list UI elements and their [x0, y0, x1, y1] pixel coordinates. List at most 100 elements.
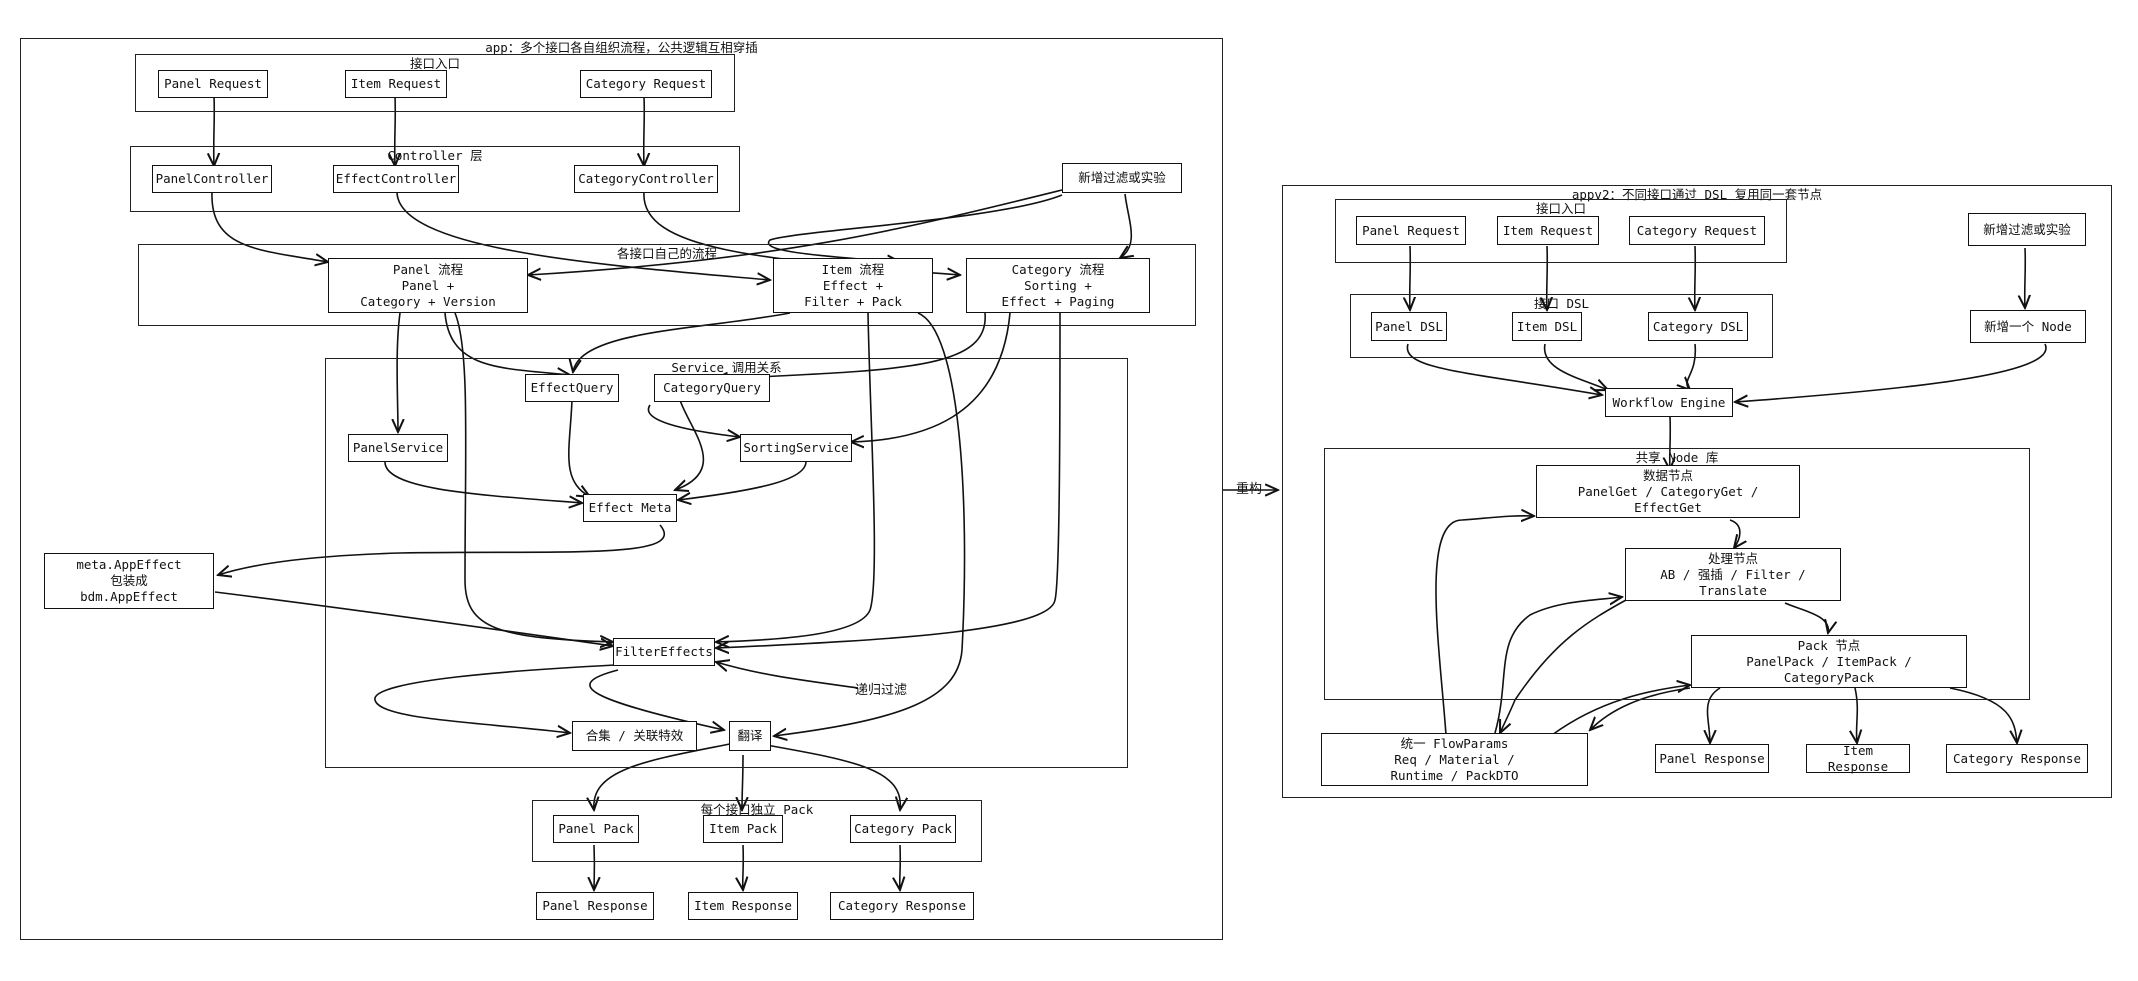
edge-panelservice-meta	[384, 461, 582, 503]
edge-item-flow-filter	[716, 312, 876, 642]
effect-meta-node: Effect Meta	[583, 494, 677, 522]
group-app-entry: 接口入口	[135, 54, 735, 112]
edge-item-pack-response	[743, 844, 744, 890]
edge-item-flow-translate	[774, 312, 966, 736]
edge-params-process	[1494, 597, 1622, 734]
group-app-title: app：多个接口各自组织流程，公共逻辑互相穿插	[485, 40, 758, 55]
edge-wrap-filter	[214, 591, 613, 646]
panel-flow-node: Panel 流程 Panel + Category + Version	[328, 258, 528, 313]
edge-categoryquery-meta	[675, 399, 705, 490]
edge-category-pack-response	[900, 844, 901, 890]
category-controller-node: CategoryController	[574, 165, 718, 193]
edge-pack-panel-response	[1708, 687, 1721, 743]
group-controller-title: Controller 层	[387, 148, 483, 163]
category-dsl-node: Category DSL	[1648, 312, 1748, 341]
category-flow-node: Category 流程 Sorting + Effect + Paging	[966, 258, 1150, 313]
group-pack-title: 每个接口独立 Pack	[700, 802, 814, 817]
edge-newfilter-item-flow	[767, 194, 1063, 262]
group-v2-dsl: 接口 DSL	[1350, 294, 1773, 358]
sorting-service-node: SortingService	[740, 434, 852, 462]
edge-category-request-controller	[644, 96, 645, 166]
edge-process-pack	[1784, 602, 1828, 633]
item-response-node: Item Response	[688, 892, 798, 920]
edge-effect-controller-flow	[396, 191, 770, 280]
edge-category-flow-filter	[716, 312, 1061, 648]
translate-node: 翻译	[729, 721, 771, 751]
effect-controller-node: EffectController	[333, 165, 459, 193]
edge-newfilter-category-flow	[1120, 193, 1131, 258]
panel-pack-node: Panel Pack	[553, 815, 639, 843]
panel-controller-node: PanelController	[152, 165, 272, 193]
data-nodes-node: 数据节点 PanelGet / CategoryGet / EffectGet	[1536, 465, 1800, 518]
item-flow-node: Item 流程 Effect + Filter + Pack	[773, 258, 933, 313]
edge-item-dsl-engine	[1543, 343, 1608, 390]
recursive-filter-label: 递归过滤	[855, 683, 908, 698]
group-service: Service 调用关系	[325, 358, 1128, 768]
group-controller: Controller 层	[130, 146, 740, 212]
v2-item-response-node: Item Response	[1806, 743, 1910, 774]
v2-new-filter-node: 新增过滤或实验	[1968, 213, 2086, 246]
edge-sorting-meta	[678, 461, 807, 500]
group-v2-entry: 接口入口	[1335, 199, 1787, 263]
new-filter-node: 新增过滤或实验	[1062, 163, 1182, 193]
edge-pack-params	[1590, 687, 1691, 730]
edge-params-data	[1435, 516, 1534, 736]
edge-params-pack	[1551, 685, 1690, 736]
category-response-node: Category Response	[830, 892, 974, 920]
item-pack-node: Item Pack	[703, 815, 783, 843]
item-request-node: Item Request	[345, 70, 447, 98]
edge-newfilter-panel-flow	[528, 189, 1063, 275]
edge-recursive-filter	[716, 662, 859, 689]
edge-panel-flow-effectquery	[444, 312, 570, 375]
edge-meta-wrap	[218, 524, 666, 575]
group-flows: 各接口自己的流程	[138, 244, 1196, 326]
pack-nodes-node: Pack 节点 PanelPack / ItemPack / CategoryP…	[1691, 635, 1967, 688]
group-app-entry-title: 接口入口	[409, 56, 460, 71]
group-flows-title: 各接口自己的流程	[616, 246, 717, 261]
group-node-lib: 共享 Node 库	[1324, 448, 2030, 700]
edge-new-node-engine	[1735, 343, 2047, 402]
v2-category-response-node: Category Response	[1946, 744, 2088, 773]
v2-category-request-node: Category Request	[1629, 216, 1765, 245]
effect-query-node: EffectQuery	[525, 374, 619, 402]
edge-pack-category-response	[1949, 687, 2017, 743]
group-appv2-title: appv2：不同接口通过 DSL 复用同一套节点	[1571, 187, 1823, 202]
refactor-label: 重构	[1236, 482, 1263, 497]
edge-filter-collection	[374, 664, 616, 733]
edge-panel-dsl-engine	[1406, 343, 1602, 395]
process-nodes-node: 处理节点 AB / 强插 / Filter / Translate	[1625, 548, 1841, 601]
group-v2-dsl-title: 接口 DSL	[1533, 296, 1590, 311]
collection-node: 合集 / 关联特效	[572, 721, 697, 751]
panel-response-node: Panel Response	[536, 892, 654, 920]
filter-effects-node: FilterEffects	[613, 638, 715, 666]
panel-service-node: PanelService	[348, 434, 448, 462]
edge-v2-newfilter-node	[2025, 247, 2026, 308]
v2-panel-request-node: Panel Request	[1356, 216, 1466, 245]
edge-item-request-controller	[395, 96, 396, 166]
edge-category-flow-sorting	[851, 312, 1011, 442]
new-node-node: 新增一个 Node	[1970, 310, 2086, 343]
v2-panel-response-node: Panel Response	[1655, 744, 1769, 773]
group-service-title: Service 调用关系	[671, 360, 782, 375]
edge-translate-item-pack	[742, 754, 743, 810]
edge-panel-flow-filter	[454, 312, 613, 642]
edge-category-dsl-engine	[1687, 343, 1697, 390]
group-v2-entry-title: 接口入口	[1535, 201, 1586, 216]
flow-params-node: 统一 FlowParams Req / Material / Runtime /…	[1321, 733, 1588, 786]
edge-process-params	[1500, 599, 1627, 733]
edge-data-process	[1729, 519, 1740, 548]
item-dsl-node: Item DSL	[1512, 312, 1582, 341]
category-pack-node: Category Pack	[850, 815, 956, 843]
panel-request-node: Panel Request	[158, 70, 268, 98]
edge-filter-translate	[589, 669, 724, 730]
edge-panel-request-controller	[214, 96, 215, 166]
edge-v2-category-request-dsl	[1695, 245, 1696, 310]
edge-pack-item-response	[1855, 687, 1857, 743]
edge-category-flow-categoryquery	[715, 312, 986, 379]
meta-wrap-node: meta.AppEffect 包装成 bdm.AppEffect	[44, 553, 214, 609]
group-pack: 每个接口独立 Pack	[532, 800, 982, 862]
category-query-node: CategoryQuery	[654, 374, 770, 402]
edge-v2-item-request-dsl	[1547, 245, 1548, 310]
group-appv2: appv2：不同接口通过 DSL 复用同一套节点	[1282, 185, 2112, 798]
